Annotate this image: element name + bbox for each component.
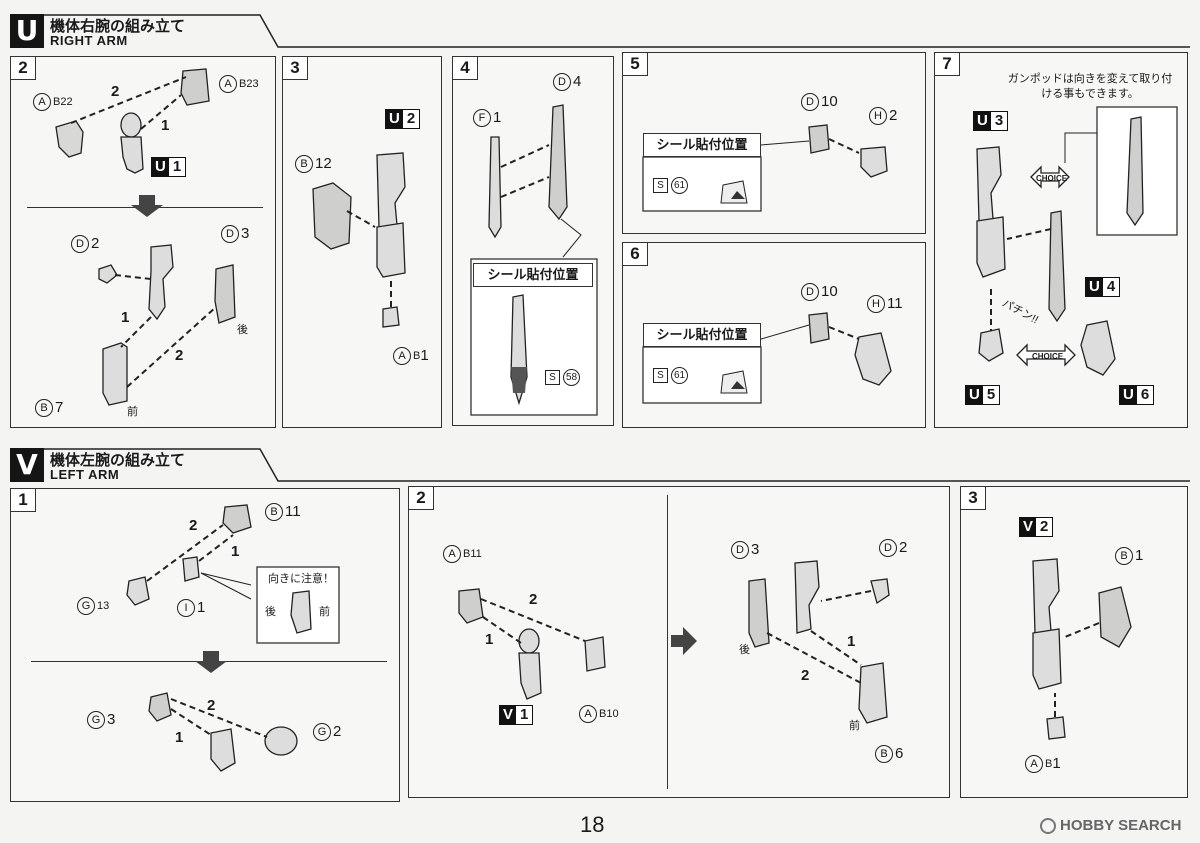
order-1-bottom: 1 (121, 309, 130, 326)
order-2: 2 (529, 591, 538, 608)
order-2-bottom: 2 (175, 347, 184, 364)
watermark-logo-icon (1040, 818, 1056, 835)
u3-parts-drawing (312, 152, 406, 328)
label-rear: 後 (739, 644, 750, 656)
choice-label-bottom: CHOICE (1032, 352, 1064, 361)
vertical-divider (667, 495, 668, 789)
section-v-header: V 機体左腕の組み立て LEFT ARM (10, 448, 1190, 484)
label-rear: 後 (237, 324, 248, 336)
step-number: 2 (10, 56, 36, 80)
step-number: 3 (960, 486, 986, 510)
section-v-letter: V (10, 448, 44, 482)
order-1-right: 1 (847, 633, 856, 650)
order-1-bottom: 1 (175, 729, 184, 746)
choice-label-top: CHOICE (1036, 174, 1068, 183)
seal-position-title: シール貼付位置 (473, 263, 593, 287)
step-number: 4 (452, 56, 478, 80)
step-number: 2 (408, 486, 434, 510)
order-2-right: 2 (801, 667, 810, 684)
step-number: 6 (622, 242, 648, 266)
watermark: HOBBY SEARCH (1040, 817, 1181, 835)
section-v-title-jp: 機体左腕の組み立て (50, 451, 186, 469)
u6-parts-drawing (642, 312, 892, 404)
u2-parts-drawing (55, 68, 236, 406)
order-2: 2 (189, 517, 198, 534)
v2-parts-drawing (458, 560, 890, 724)
gunpod-note: ガンポッドは向きを変えて取り付ける事もできます。 (1007, 72, 1173, 100)
label-front: 前 (849, 720, 860, 732)
order-2-bottom: 2 (207, 697, 216, 714)
label-front: 前 (319, 606, 330, 618)
section-u-rule (44, 14, 1190, 48)
u5-parts-drawing (642, 124, 888, 212)
u7-parts-drawing (976, 106, 1178, 376)
step-number: 7 (934, 52, 960, 76)
v3-parts-drawing (1032, 558, 1132, 740)
label-rear: 後 (265, 606, 276, 618)
v1-parts-drawing (126, 504, 340, 772)
section-u-title-jp: 機体右腕の組み立て (50, 17, 186, 35)
order-2: 2 (111, 83, 120, 100)
step-number: 1 (10, 488, 36, 512)
order-1: 1 (161, 117, 170, 134)
section-v-title-en: LEFT ARM (50, 467, 120, 482)
order-1: 1 (485, 631, 494, 648)
page-number: 18 (580, 812, 605, 837)
section-v-rule (44, 448, 1190, 482)
order-1: 1 (231, 543, 240, 560)
section-u-letter: U (10, 14, 44, 48)
caution-note: 向きに注意！ (268, 572, 334, 585)
step-number: 3 (282, 56, 308, 80)
label-front: 前 (127, 406, 138, 418)
section-u-title-en: RIGHT ARM (50, 33, 128, 48)
step-number: 5 (622, 52, 648, 76)
section-u-header: U 機体右腕の組み立て RIGHT ARM (10, 14, 1190, 50)
